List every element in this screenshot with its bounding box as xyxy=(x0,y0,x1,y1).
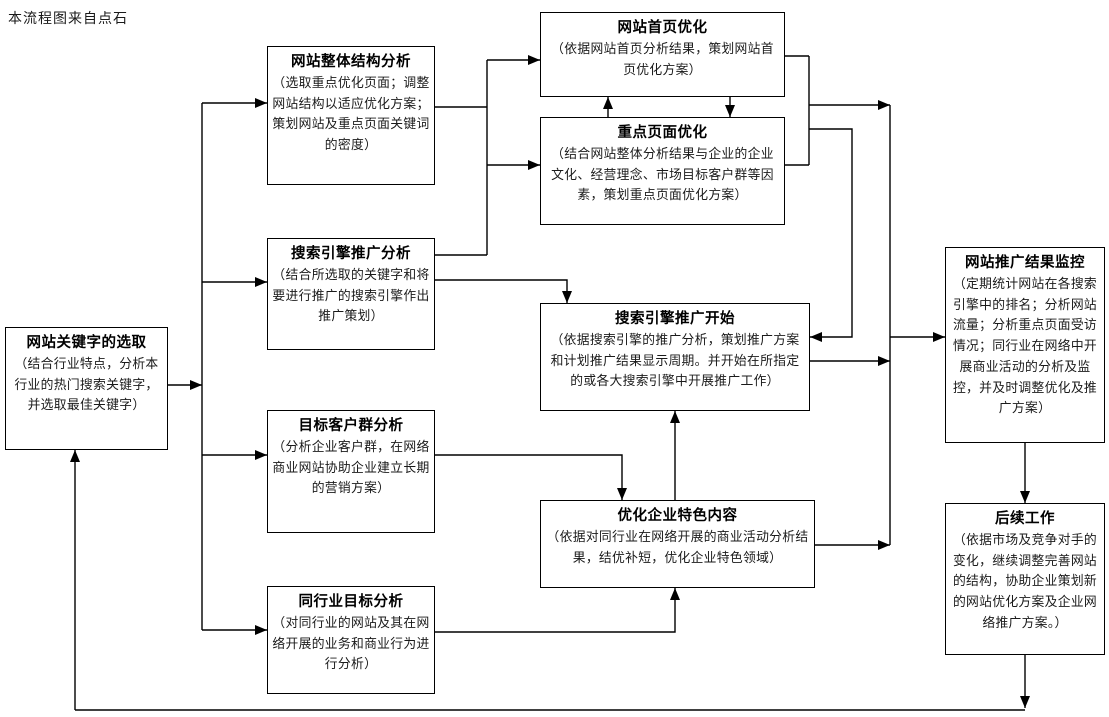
node-body: （依据搜索引擎的推广分析，策划推广方案和计划推广结果显示周期。并开始在所指定的或… xyxy=(550,332,800,389)
node-title: 目标客户群分析 xyxy=(298,418,404,434)
node-title: 重点页面优化 xyxy=(617,125,708,141)
edge-merge-to-promo-start xyxy=(809,128,853,342)
edge-customer-to-feature xyxy=(435,454,627,500)
node-body: （定期统计网站在各搜索引擎中的排名；分析网站流量；分析重点页面受访情况；同行业在… xyxy=(952,276,1098,416)
node-body: （依据市场及竞争对手的变化，继续调整完善网站的结构，协助企业策划新的网站优化方案… xyxy=(952,532,1098,630)
node-key-page-optimization: 重点页面优化 （结合网站整体分析结果与企业的企业文化、经营理念、市场目标客户群等… xyxy=(540,117,785,225)
node-search-promo-analysis: 搜索引擎推广分析 （结合所选取的关键字和将要进行推广的搜索引擎作出推广策划） xyxy=(267,238,435,350)
node-search-promo-start: 搜索引擎推广开始 （依据搜索引擎的推广分析，策划推广方案和计划推广结果显示周期。… xyxy=(540,303,810,411)
node-homepage-optimization: 网站首页优化 （依据网站首页分析结果，策划网站首页优化方案） xyxy=(540,12,785,97)
node-title: 同行业目标分析 xyxy=(298,594,404,610)
node-body: （结合所选取的关键字和将要进行推广的搜索引擎作出推广策划） xyxy=(272,267,430,324)
node-industry-target-analysis: 同行业目标分析 （对同行业的网站及其在网络开展的业务和商业行为进行分析） xyxy=(267,586,435,694)
node-body: （依据对同行业在网络开展的商业活动分析结果，结优补短，优化企业特色领域） xyxy=(546,529,809,565)
node-body: （选取重点优化页面；调整网站结构以适应优化方案；策划网站及重点页面关键词的密度） xyxy=(272,75,430,153)
node-site-structure-analysis: 网站整体结构分析 （选取重点优化页面；调整网站结构以适应优化方案；策划网站及重点… xyxy=(267,46,435,185)
node-body: （对同行业的网站及其在网络开展的业务和商业行为进行分析） xyxy=(272,615,430,672)
node-title: 网站首页优化 xyxy=(617,20,708,36)
node-title: 网站整体结构分析 xyxy=(291,54,411,70)
node-follow-up-work: 后续工作 （依据市场及竞争对手的变化，继续调整完善网站的结构，协助企业策划新的网… xyxy=(945,503,1105,655)
node-promo-result-monitoring: 网站推广结果监控 （定期统计网站在各搜索引擎中的排名；分析网站流量；分析重点页面… xyxy=(945,247,1105,443)
edge-industry-to-feature xyxy=(435,588,680,633)
node-feature-content-optimization: 优化企业特色内容 （依据对同行业在网络开展的商业活动分析结果，结优补短，优化企业… xyxy=(540,500,815,588)
node-title: 后续工作 xyxy=(995,511,1055,527)
node-title: 搜索引擎推广分析 xyxy=(291,246,411,262)
node-title: 搜索引擎推广开始 xyxy=(615,311,735,327)
node-keyword-selection: 网站关键字的选取 （结合行业特点，分析本行业的热门搜索关键字，并选取最佳关键字） xyxy=(5,327,168,450)
edge-promo-analysis-to-start xyxy=(435,279,572,303)
node-body: （依据网站首页分析结果，策划网站首页优化方案） xyxy=(551,41,774,77)
node-body: （结合网站整体分析结果与企业的企业文化、经营理念、市场目标客户群等因素，策划重点… xyxy=(551,146,774,203)
node-target-customer-analysis: 目标客户群分析 （分析企业客户群，在网络商业网站协助企业建立长期的营销方案） xyxy=(267,410,435,533)
node-title: 优化企业特色内容 xyxy=(617,508,738,524)
node-body: （结合行业特点，分析本行业的热门搜索关键字，并选取最佳关键字） xyxy=(14,356,159,413)
node-title: 网站推广结果监控 xyxy=(965,255,1085,271)
source-note: 本流程图来自点石 xyxy=(8,10,128,26)
node-title: 网站关键字的选取 xyxy=(26,335,147,351)
node-body: （分析企业客户群，在网络商业网站协助企业建立长期的营销方案） xyxy=(272,439,430,496)
